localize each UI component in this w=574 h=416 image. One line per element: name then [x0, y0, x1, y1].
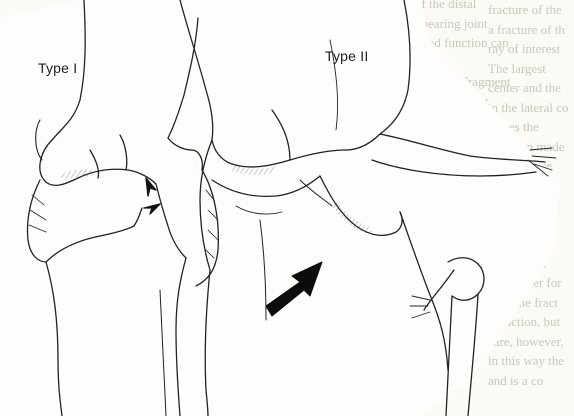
type-ii-label: Type II — [325, 48, 368, 64]
type-i-label: Type I — [38, 60, 77, 76]
